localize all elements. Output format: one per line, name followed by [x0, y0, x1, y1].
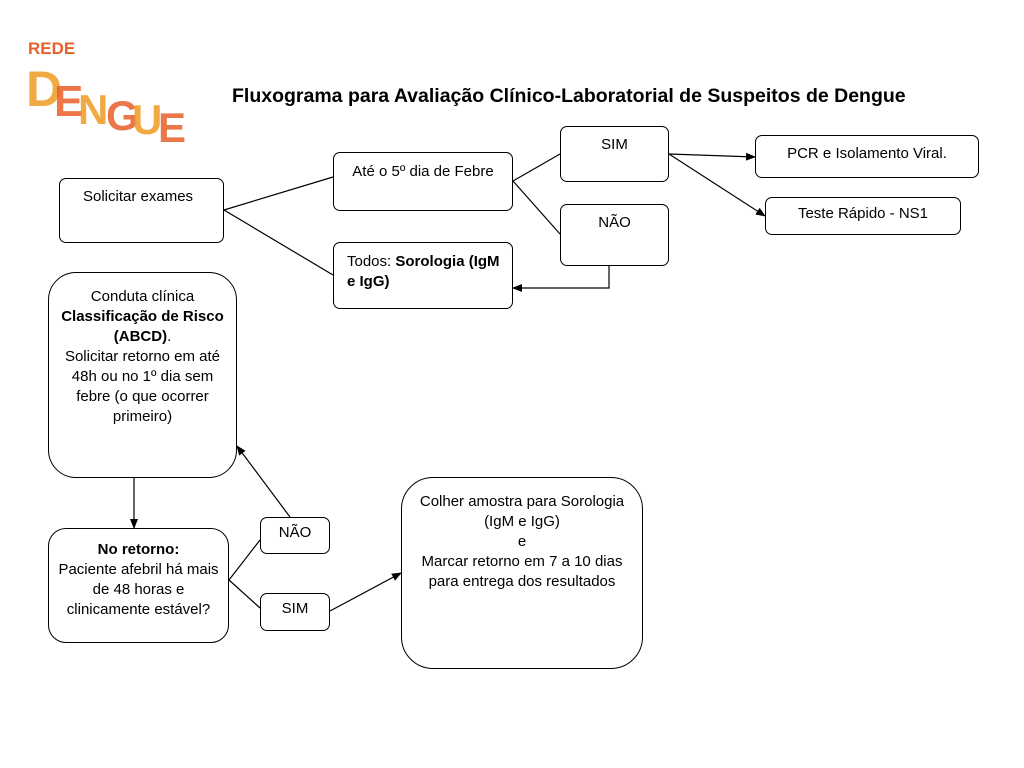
logo-rede-text: REDE: [28, 39, 75, 58]
svg-text:U: U: [132, 96, 162, 143]
conduta-risco-label: Classificação de Risco (ABCD): [61, 308, 224, 345]
line-solicitar-todos: [223, 209, 334, 276]
sim-top-box: SIM: [560, 126, 669, 182]
conduta-title-label: Conduta clínica: [90, 288, 195, 305]
pcr-box: PCR e Isolamento Viral.: [755, 135, 979, 178]
solicitar-exames-label: Solicitar exames: [83, 188, 194, 205]
nao-bottom-box: NÃO: [260, 517, 330, 554]
nao-bottom-label: NÃO: [278, 524, 312, 541]
svg-text:D: D: [26, 61, 62, 117]
todos-prefix-label: Todos:: [347, 253, 396, 270]
sim-top-label: SIM: [601, 136, 628, 153]
line-solicitar-ate5: [223, 176, 334, 211]
teste-rapido-label: Teste Rápido - NS1: [797, 205, 929, 222]
todos-sorologia-label: Sorologia (IgM e IgG): [347, 253, 500, 290]
pcr-label: PCR e Isolamento Viral.: [787, 145, 947, 162]
todos-sorologia-box: Todos: Sorologia (IgM e IgG): [333, 242, 513, 309]
svg-text:G: G: [106, 92, 139, 139]
ate-5-dia-label: Até o 5º dia de Febre: [352, 163, 494, 180]
conduta-retorno-label: Solicitar retorno em até 48h ou no 1º di…: [64, 348, 221, 425]
arrow-nao-conduta: [236, 445, 291, 518]
colher-amostra-box: Colher amostra para Sorologia (IgM e IgG…: [401, 477, 643, 669]
colher-e-label: e: [517, 533, 527, 550]
arrow-sim-colher: [329, 572, 402, 612]
sim-bottom-label: SIM: [281, 600, 309, 617]
arrow-nao-todos: [512, 265, 610, 292]
svg-text:N: N: [78, 86, 108, 133]
sim-bottom-box: SIM: [260, 593, 330, 631]
solicitar-exames-box: Solicitar exames: [59, 178, 224, 243]
marcar-retorno-label: Marcar retorno em 7 a 10 dias para entre…: [421, 553, 623, 590]
conduta-clinica-box: Conduta clínica Classificação de Risco (…: [48, 272, 237, 478]
arrow-sim-teste: [668, 153, 766, 217]
line-retorno-sim: [228, 579, 261, 609]
ate-5-dia-box: Até o 5º dia de Febre: [333, 152, 513, 211]
svg-text:E: E: [158, 104, 186, 146]
page-title: Fluxograma para Avaliação Clínico-Labora…: [232, 85, 906, 107]
line-ate5-nao: [512, 180, 561, 235]
colher-amostra-label: Colher amostra para Sorologia (IgM e IgG…: [419, 493, 625, 530]
svg-text:E: E: [54, 77, 83, 126]
no-retorno-question: Paciente afebril há mais de 48 horas e c…: [58, 561, 219, 618]
nao-top-box: NÃO: [560, 204, 669, 266]
no-retorno-title: No retorno:: [97, 541, 180, 558]
line-ate5-sim: [512, 153, 561, 182]
line-retorno-nao: [228, 539, 261, 581]
teste-rapido-box: Teste Rápido - NS1: [765, 197, 961, 235]
no-retorno-box: No retorno: Paciente afebril há mais de …: [48, 528, 229, 643]
conduta-dot-label: .: [167, 328, 172, 345]
rede-dengue-logo: REDE D E N G U E: [26, 39, 186, 146]
nao-top-label: NÃO: [598, 214, 631, 231]
arrow-sim-pcr: [668, 152, 756, 161]
